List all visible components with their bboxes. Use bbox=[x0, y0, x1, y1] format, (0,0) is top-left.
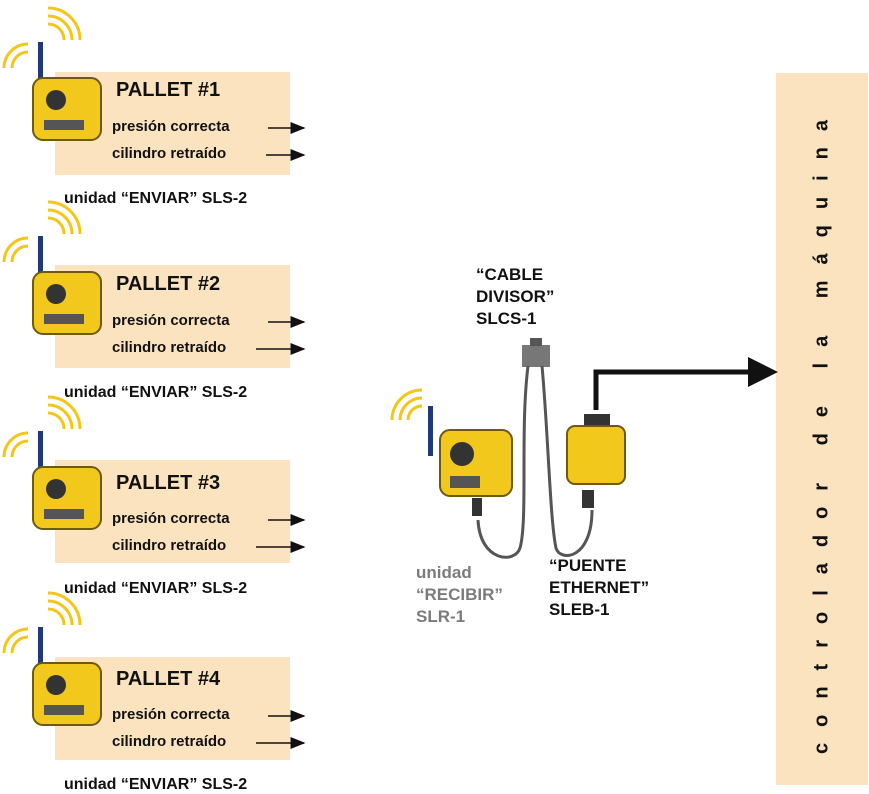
signal-label: presión correcta bbox=[112, 706, 230, 723]
machine-controller-label-box: controlador de la máquina bbox=[776, 73, 868, 785]
signal-label: cilindro retraído bbox=[112, 537, 227, 554]
wireless-waves-icon bbox=[2, 395, 82, 458]
signal-label: presión correcta bbox=[112, 312, 230, 329]
receiver-unit bbox=[390, 388, 513, 516]
device-body bbox=[32, 77, 102, 141]
machine-controller-label: controlador de la máquina bbox=[810, 103, 833, 755]
wireless-waves-icon bbox=[2, 6, 82, 69]
pallet-title: PALLET #2 bbox=[116, 273, 221, 295]
wireless-waves-icon bbox=[2, 591, 82, 654]
splitter-label: “CABLE DIVISOR” SLCS-1 bbox=[476, 265, 555, 328]
signal-label: cilindro retraído bbox=[112, 339, 227, 356]
sender-unit-4 bbox=[2, 591, 102, 726]
antenna bbox=[38, 42, 43, 86]
sender-unit-2 bbox=[2, 200, 102, 335]
device-body bbox=[566, 425, 626, 485]
bridge-label: “PUENTE ETHERNET” SLEB-1 bbox=[549, 556, 650, 619]
antenna bbox=[428, 406, 433, 456]
ethernet-bridge bbox=[566, 414, 626, 508]
sender-unit-3 bbox=[2, 395, 102, 530]
splitter-cable bbox=[476, 338, 594, 559]
pallet-title: PALLET #1 bbox=[116, 79, 221, 101]
pallet-title: PALLET #3 bbox=[116, 472, 221, 494]
signal-label: cilindro retraído bbox=[112, 145, 227, 162]
receiver-label: unidad “RECIBIR” SLR-1 bbox=[416, 563, 503, 626]
signal-label: presión correcta bbox=[112, 118, 230, 135]
wireless-waves-icon bbox=[390, 388, 423, 421]
sender-unit-label: unidad “ENVIAR” SLS-2 bbox=[64, 190, 248, 207]
signal-arrows bbox=[256, 122, 306, 749]
sender-unit-label: unidad “ENVIAR” SLS-2 bbox=[64, 384, 248, 401]
sender-unit-label: unidad “ENVIAR” SLS-2 bbox=[64, 776, 248, 793]
wireless-waves-icon bbox=[2, 200, 82, 263]
signal-label: cilindro retraído bbox=[112, 733, 227, 750]
sender-unit-1 bbox=[2, 6, 102, 141]
machine-controller-panel bbox=[776, 73, 868, 785]
output-arrow bbox=[593, 357, 778, 410]
sender-unit-label: unidad “ENVIAR” SLS-2 bbox=[64, 580, 248, 597]
pallet-title: PALLET #4 bbox=[116, 668, 221, 690]
signal-label: presión correcta bbox=[112, 510, 230, 527]
